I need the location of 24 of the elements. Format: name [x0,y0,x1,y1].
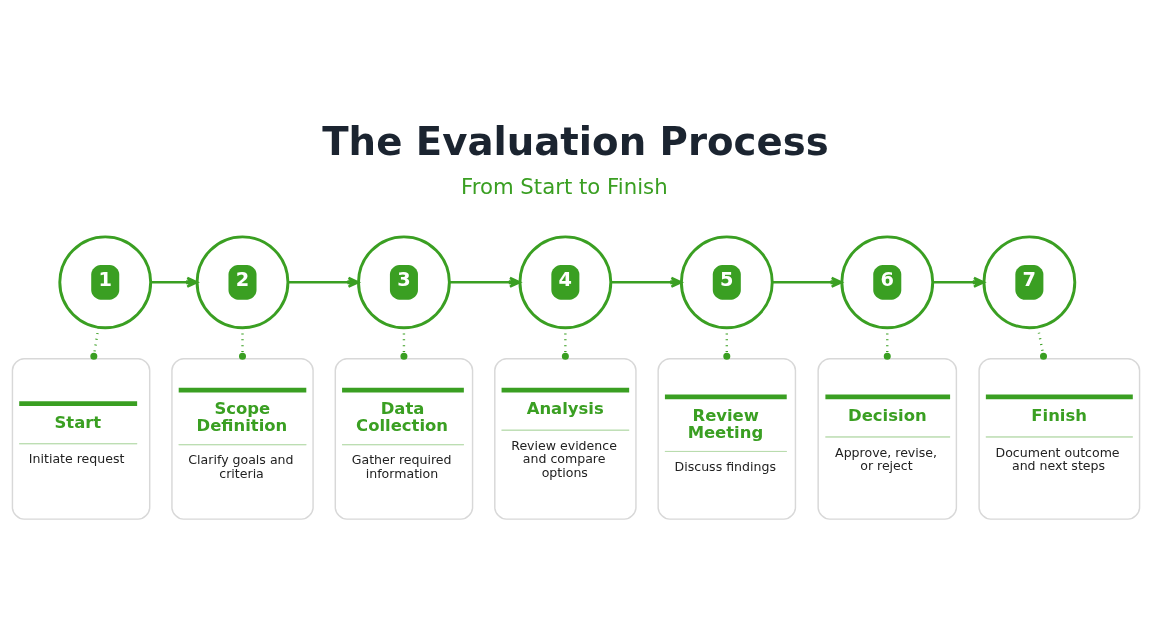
node-box: Scope Definition Clarify goals and criteria [171,357,314,520]
connector [90,327,100,360]
node-box: Data Collection Gather required information [334,357,474,520]
arrow [932,276,985,288]
node-box: Review Meeting Discuss findings [657,357,797,520]
node-circle: 3 [357,235,451,330]
arrow [449,276,521,288]
node-circle: 7 [982,235,1077,330]
node-box: Start Initiate request [11,357,151,520]
node-box: Finish Document outcome and next steps [978,357,1141,520]
arrow [772,276,843,288]
arrow [288,276,360,288]
label: From Start to Finish [460,173,668,199]
node-circle: 5 [679,235,774,330]
node-circle: 1 [58,235,153,330]
diagram-title: The Evaluation Process [322,118,829,164]
node-box: Analysis Review evidence and compare options [494,357,637,520]
arrow [611,276,683,288]
node-circle: 6 [840,235,935,330]
node-box: Decision Approve, revise, or reject [817,357,958,520]
connector [1036,326,1048,360]
node-circle: 2 [195,235,290,330]
node-circle: 4 [518,235,613,330]
arrow [150,276,199,288]
